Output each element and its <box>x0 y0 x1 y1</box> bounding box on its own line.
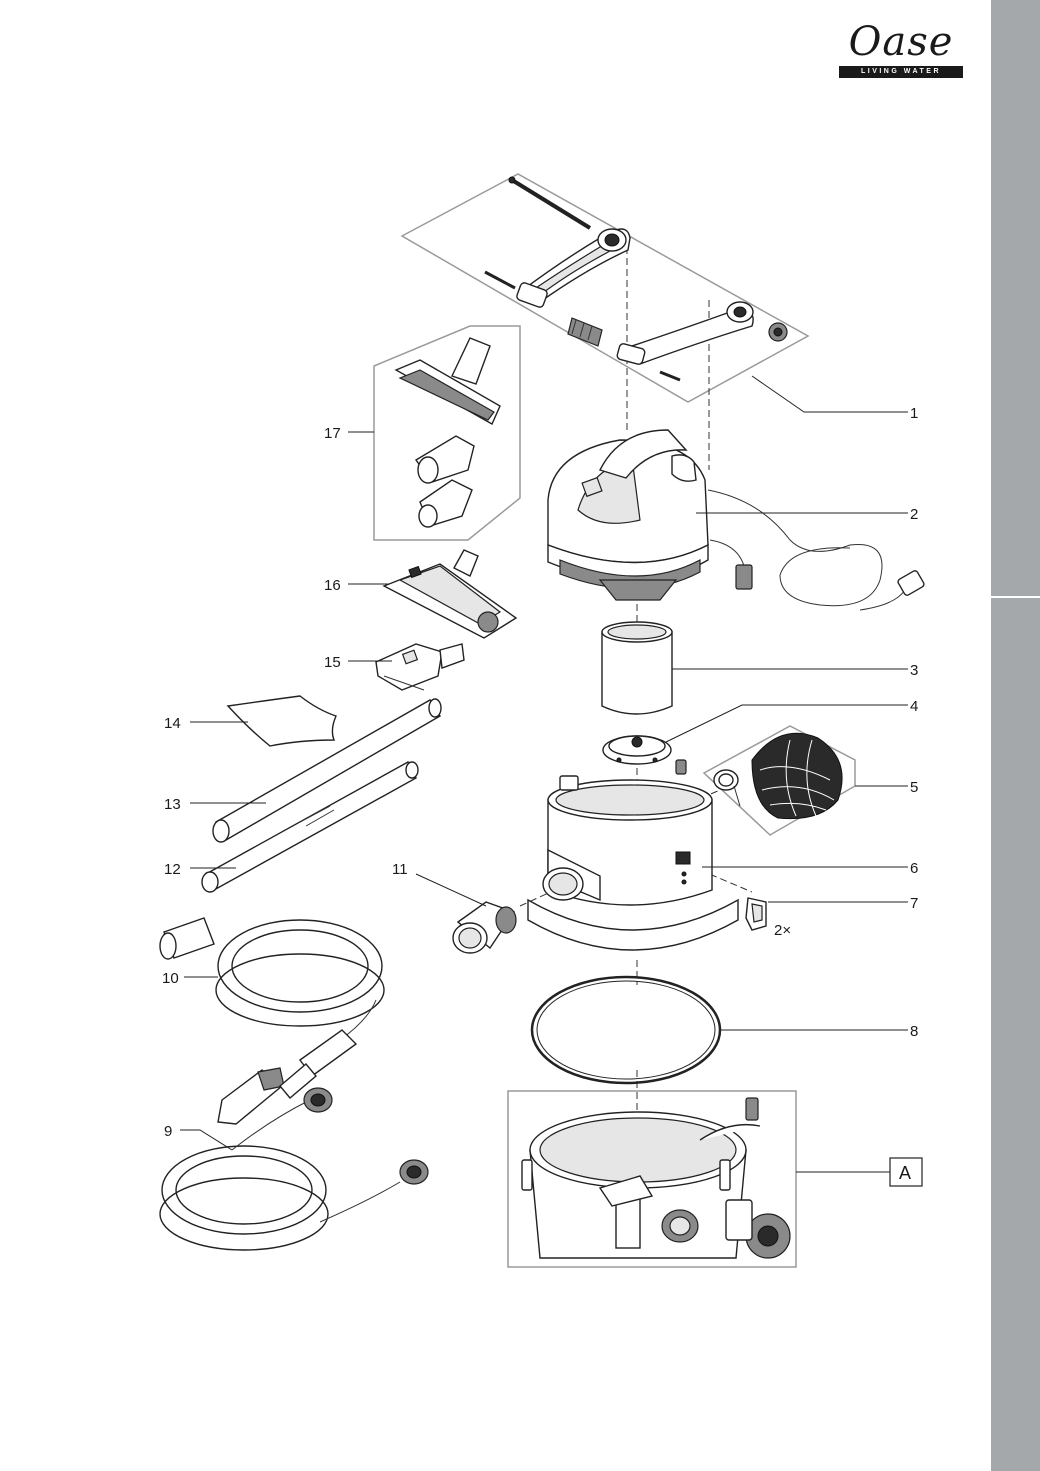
label-part-17: 17 <box>324 425 341 442</box>
oase-logo: Oase LIVING WATER <box>836 18 966 82</box>
side-tab-lower <box>991 598 1040 1471</box>
part-filter-plate <box>602 735 672 765</box>
label-part-5: 5 <box>910 779 918 796</box>
leader-1 <box>751 375 908 413</box>
axis-clip <box>699 869 753 893</box>
leader-9 <box>180 1129 233 1151</box>
part-suction-hose <box>159 917 385 1125</box>
part-nozzle-set <box>394 337 501 528</box>
frame-nozzle-set <box>373 325 521 541</box>
part-floor-nozzle <box>382 549 518 639</box>
label-part-10: 10 <box>162 970 179 987</box>
label-part-7: 7 <box>910 895 918 912</box>
part-handle-assembly <box>484 176 788 382</box>
leader-11 <box>415 873 487 907</box>
label-part-16: 16 <box>324 577 341 594</box>
label-part-14: 14 <box>164 715 181 732</box>
part-filter-bag <box>713 732 843 820</box>
label-section-a: A <box>899 1163 911 1183</box>
part-drain-hose <box>159 1087 429 1251</box>
logo-tagline: LIVING WATER <box>839 66 963 78</box>
part-detail-a-container <box>521 1097 791 1259</box>
frame-handle-assembly <box>400 173 810 403</box>
part-hose-adapter <box>452 901 517 954</box>
label-part-4: 4 <box>910 698 918 715</box>
part-upholstery-nozzle <box>375 643 465 691</box>
part-extension-tubes <box>201 698 442 893</box>
part-clip <box>745 897 767 931</box>
label-part-12: 12 <box>164 861 181 878</box>
part-seal-ring <box>530 975 722 1085</box>
frame-detail-a <box>507 1090 797 1268</box>
label-part-6: 6 <box>910 860 918 877</box>
frame-filter-bag <box>702 725 856 836</box>
label-part-3: 3 <box>910 662 918 679</box>
label-part-13: 13 <box>164 796 181 813</box>
label-part-8: 8 <box>910 1023 918 1040</box>
label-part-9: 9 <box>164 1123 172 1140</box>
part-tank-upper <box>527 759 739 951</box>
label-part-15: 15 <box>324 654 341 671</box>
part-cleaning-cloth <box>226 695 337 747</box>
axis-adapter <box>519 889 556 907</box>
logo-wordmark: Oase <box>848 19 954 65</box>
part-motor-head <box>547 429 925 611</box>
side-tab-upper <box>991 0 1040 596</box>
label-part-2: 2 <box>910 506 918 523</box>
label-part-1: 1 <box>910 405 918 422</box>
part-cartridge-filter <box>601 621 673 715</box>
section-a-box <box>889 1157 923 1187</box>
label-quantity: 2× <box>774 922 791 939</box>
leader-4 <box>665 704 908 743</box>
label-part-11: 11 <box>392 861 408 878</box>
